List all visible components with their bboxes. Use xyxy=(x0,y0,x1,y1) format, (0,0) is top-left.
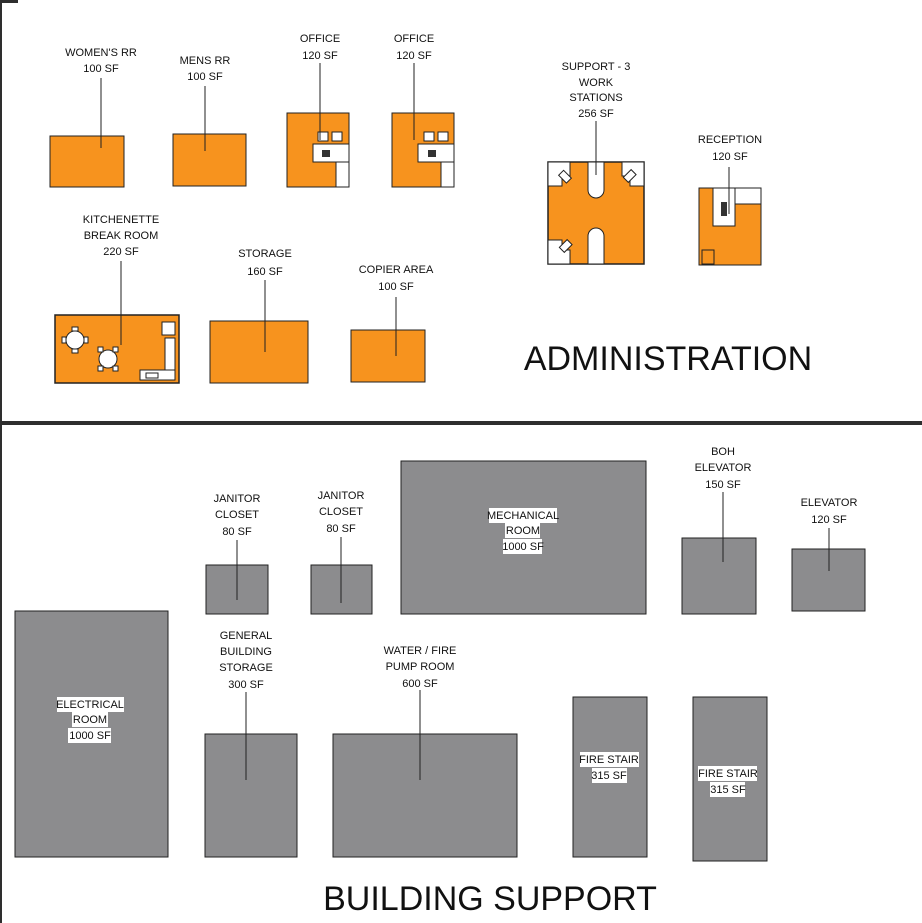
room-mechanical: MECHANICAL ROOM 1000 SF xyxy=(400,460,647,615)
room-area: 160 SF xyxy=(247,266,283,278)
room-support-workstations: SUPPORT - 3 WORK STATIONS 256 SF xyxy=(547,61,645,265)
room-area: 220 SF xyxy=(103,246,139,258)
room-electrical: ELECTRICAL ROOM 1000 SF xyxy=(14,610,169,858)
room-general-building-storage: GENERAL BUILDING STORAGE 300 SF xyxy=(204,630,298,858)
room-shape xyxy=(332,733,518,858)
corner-mark xyxy=(0,0,18,3)
room-area: 100 SF xyxy=(187,71,223,83)
room-shape xyxy=(49,135,125,188)
room-water-fire-pump: WATER / FIRE PUMP ROOM 600 SF xyxy=(332,645,518,858)
room-name-line-2: WORK xyxy=(579,77,614,89)
room-name: FIRE STAIR xyxy=(698,768,758,780)
room-office-2: OFFICE 120 SF xyxy=(391,33,455,188)
room-name-line-2: ROOM xyxy=(506,525,540,537)
room-womens-rr: WOMEN'S RR 100 SF xyxy=(49,47,137,188)
room-boh-elevator: BOH ELEVATOR 150 SF xyxy=(681,446,757,615)
room-copier-area: COPIER AREA 100 SF xyxy=(350,264,434,383)
room-area: 150 SF xyxy=(705,479,741,491)
room-area: 120 SF xyxy=(302,50,338,62)
room-name-line-1: WATER / FIRE xyxy=(384,645,457,657)
room-shape xyxy=(350,329,426,383)
room-name-line-1: SUPPORT - 3 xyxy=(562,61,631,73)
room-name-line-2: CLOSET xyxy=(215,509,259,521)
room-name-line-3: STORAGE xyxy=(219,662,273,674)
room-area: 120 SF xyxy=(396,50,432,62)
room-name-line-1: ELECTRICAL xyxy=(56,699,124,711)
room-name: OFFICE xyxy=(394,33,434,45)
room-storage: STORAGE 160 SF xyxy=(209,248,309,384)
room-name: STORAGE xyxy=(238,248,292,260)
admin-section: WOMEN'S RR 100 SF MENS RR 100 SF OFFICE … xyxy=(49,33,812,384)
room-name-line-2: BUILDING xyxy=(220,646,272,658)
room-name-line-2: BREAK ROOM xyxy=(84,230,159,242)
workstation-furniture xyxy=(547,161,645,265)
support-section: JANITOR CLOSET 80 SF JANITOR CLOSET 80 S… xyxy=(14,446,866,918)
room-area: 1000 SF xyxy=(502,541,544,553)
room-name-line-1: MECHANICAL xyxy=(487,510,559,522)
room-name-line-2: ELEVATOR xyxy=(695,462,752,474)
section-title-building-support: BUILDING SUPPORT xyxy=(323,880,657,918)
room-name-line-3: STATIONS xyxy=(569,92,622,104)
room-name-line-1: BOH xyxy=(711,446,735,458)
room-area: 100 SF xyxy=(83,63,119,75)
room-name: RECEPTION xyxy=(698,134,762,146)
room-name-line-2: CLOSET xyxy=(319,506,363,518)
room-area: 120 SF xyxy=(712,151,748,163)
left-border xyxy=(0,0,2,923)
section-divider xyxy=(0,421,922,425)
section-title-administration: ADMINISTRATION xyxy=(524,340,812,378)
room-office-1: OFFICE 120 SF xyxy=(286,33,350,188)
room-name-line-1: JANITOR xyxy=(318,490,365,502)
room-name-line-2: PUMP ROOM xyxy=(386,661,455,673)
room-fire-stair-2: FIRE STAIR 315 SF xyxy=(692,696,768,862)
room-name: OFFICE xyxy=(300,33,340,45)
room-shape xyxy=(681,537,757,615)
room-area: 256 SF xyxy=(578,108,614,120)
room-area: 80 SF xyxy=(326,523,356,535)
room-fire-stair-1: FIRE STAIR 315 SF xyxy=(572,696,648,858)
room-kitchenette: KITCHENETTE BREAK ROOM 220 SF xyxy=(54,214,180,384)
room-name: COPIER AREA xyxy=(359,264,434,276)
room-name-line-1: GENERAL xyxy=(220,630,273,642)
room-shape xyxy=(172,133,247,187)
room-name-line-1: JANITOR xyxy=(214,493,261,505)
room-name: FIRE STAIR xyxy=(579,754,639,766)
room-reception: RECEPTION 120 SF xyxy=(698,134,762,266)
room-janitor-closet-2: JANITOR CLOSET 80 SF xyxy=(310,490,373,615)
room-area: 100 SF xyxy=(378,281,414,293)
room-area: 600 SF xyxy=(402,678,438,690)
room-mens-rr: MENS RR 100 SF xyxy=(172,55,247,187)
room-area: 80 SF xyxy=(222,526,252,538)
room-name: WOMEN'S RR xyxy=(65,47,137,59)
room-area: 300 SF xyxy=(228,679,264,691)
room-janitor-closet-1: JANITOR CLOSET 80 SF xyxy=(205,493,269,615)
room-shape xyxy=(209,320,309,384)
room-name-line-2: ROOM xyxy=(73,714,107,726)
room-name-line-1: KITCHENETTE xyxy=(83,214,159,226)
desk-furniture xyxy=(312,131,350,188)
room-shape xyxy=(204,733,298,858)
room-name: ELEVATOR xyxy=(801,497,858,509)
room-area: 1000 SF xyxy=(69,730,111,742)
room-name: MENS RR xyxy=(180,55,231,67)
room-area: 315 SF xyxy=(710,784,746,796)
room-elevator: ELEVATOR 120 SF xyxy=(791,497,866,612)
room-area: 120 SF xyxy=(811,514,847,526)
room-area: 315 SF xyxy=(591,770,627,782)
kitchen-furniture xyxy=(61,321,176,381)
desk-furniture xyxy=(417,131,455,188)
